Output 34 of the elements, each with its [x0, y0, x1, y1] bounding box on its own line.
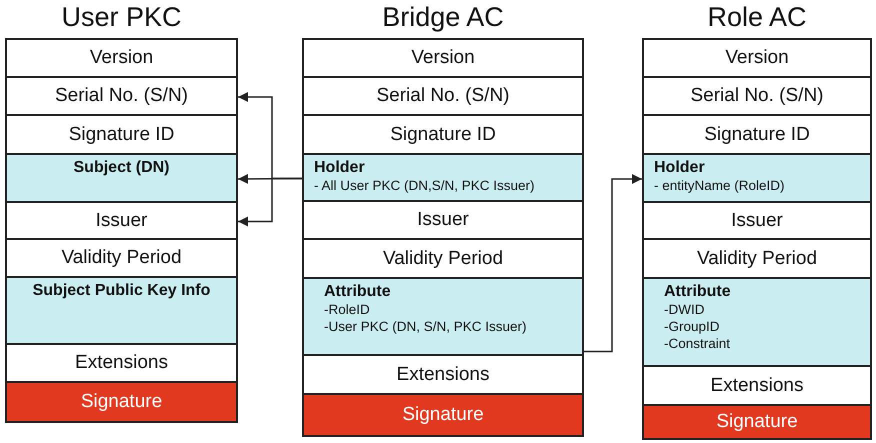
table-title: Role AC: [706, 2, 808, 33]
signature-field: Signature: [5, 381, 238, 423]
field-row: Version: [5, 38, 238, 78]
highlighted-field: Subject Public Key Info: [5, 276, 238, 345]
field-item: -User PKC (DN, S/N, PKC Issuer): [324, 318, 528, 335]
field-item: -Constraint: [664, 335, 732, 352]
signature-field: Signature: [642, 404, 872, 440]
table-title: Bridge AC: [381, 2, 505, 33]
field-row: Version: [642, 38, 872, 78]
field-heading: Holder: [654, 159, 706, 177]
field-heading: Attribute: [664, 283, 732, 301]
field-heading: Holder: [314, 159, 366, 177]
field-item: -RoleID: [324, 301, 371, 318]
highlighted-field: [302, 153, 584, 202]
field-row: Serial No. (S/N): [5, 76, 238, 116]
highlighted-field: Subject (DN): [5, 153, 238, 203]
field-row: Issuer: [302, 200, 584, 240]
highlighted-field: [642, 277, 872, 367]
field-row: Issuer: [642, 201, 872, 240]
field-item: - entityName (RoleID): [654, 177, 786, 194]
field-row: Serial No. (S/N): [642, 76, 872, 116]
field-item: - All User PKC (DN,S/N, PKC Issuer): [314, 177, 536, 194]
highlighted-field: [642, 153, 872, 203]
arrow: [584, 174, 642, 352]
field-item: -DWID: [664, 301, 706, 318]
field-heading: Attribute: [324, 283, 392, 301]
highlighted-field: [302, 277, 584, 356]
arrow: [238, 178, 302, 226]
table-title: User PKC: [60, 2, 183, 33]
field-row: Issuer: [5, 201, 238, 240]
field-row: Serial No. (S/N): [302, 76, 584, 116]
field-item: -GroupID: [664, 318, 721, 335]
signature-field: Signature: [302, 393, 584, 437]
field-row: Version: [302, 38, 584, 78]
